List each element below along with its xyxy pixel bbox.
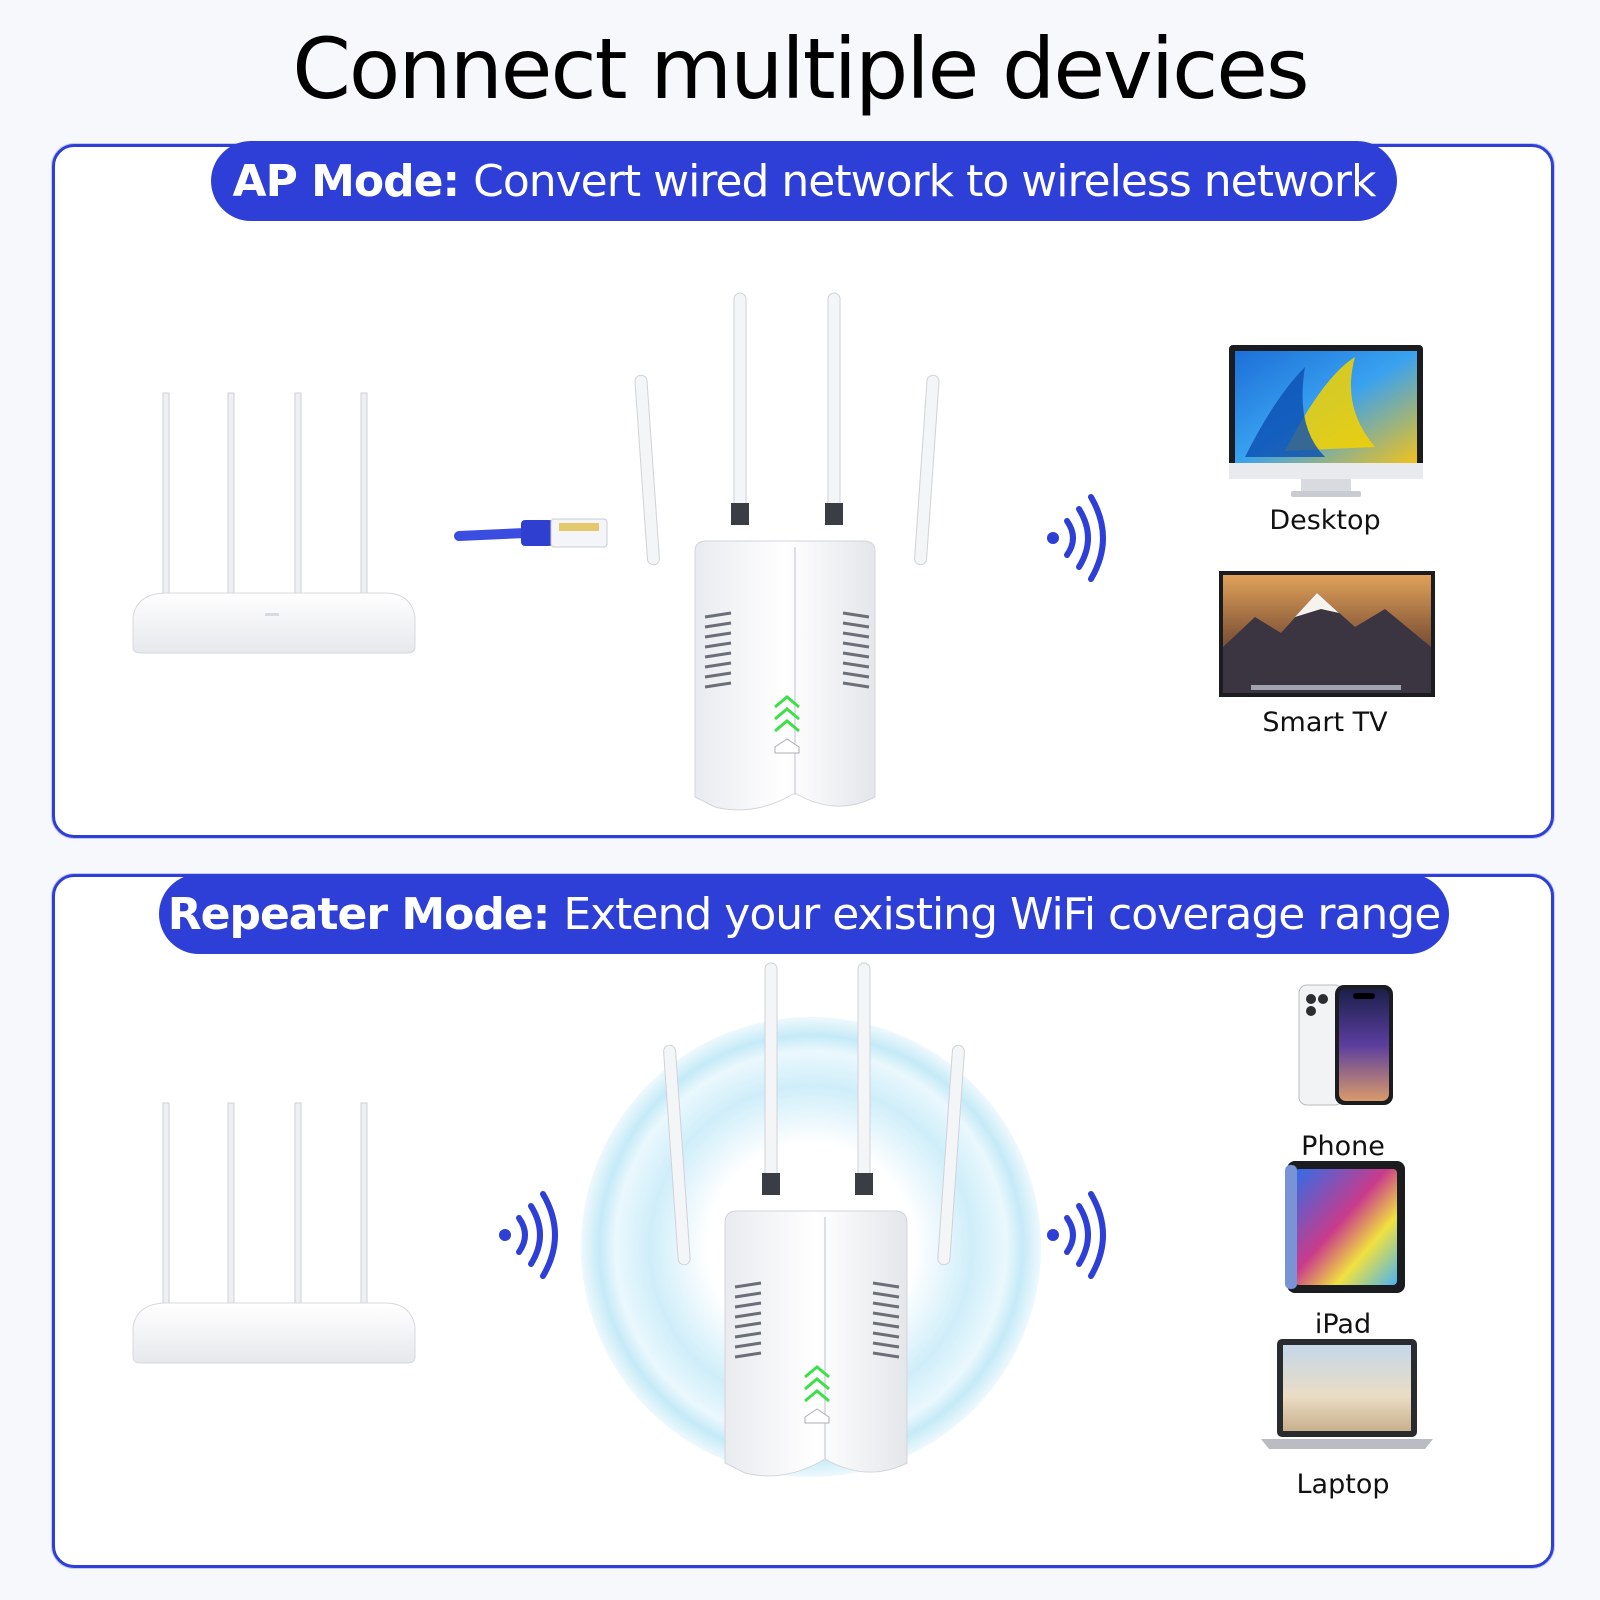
wifi-extender-icon [634,292,940,811]
wifi-signal-icon [499,1191,558,1279]
wifi-extender-icon [663,962,965,1477]
device-label-ipad: iPad [1314,1309,1372,1340]
ap-mode-header: AP Mode: Convert wired network to wirele… [211,141,1397,221]
ap-mode-illustration [132,292,1435,811]
ap-mode-panel: AP Mode: Convert wired network to wirele… [52,141,1554,838]
ethernet-cable-icon [454,518,608,548]
phone-icon [1298,984,1393,1106]
page-title: Connect multiple devices [292,20,1309,118]
device-label-laptop: Laptop [1296,1469,1390,1500]
tv-icon [1219,571,1435,697]
device-label-smart-tv: Smart TV [1262,707,1388,738]
repeater-mode-panel: Repeater Mode: Extend your existing WiFi… [52,874,1554,1568]
repeater-mode-description: Extend your existing WiFi coverage range [563,888,1441,940]
laptop-icon [1261,1339,1433,1449]
tablet-icon [1285,1161,1405,1293]
device-label-desktop: Desktop [1269,505,1381,536]
repeater-mode-illustration [132,962,1433,1477]
desktop-icon [1229,345,1423,497]
wifi-signal-icon [1047,494,1106,582]
wifi-signal-icon [1047,1191,1106,1279]
router-icon [132,1102,416,1364]
repeater-mode-header: Repeater Mode: Extend your existing WiFi… [159,874,1449,954]
router-icon [132,392,416,654]
ap-mode-label: AP Mode: [232,155,461,207]
ap-mode-description: Convert wired network to wireless networ… [473,155,1376,207]
repeater-mode-label: Repeater Mode: [167,888,551,940]
device-label-phone: Phone [1301,1131,1385,1162]
